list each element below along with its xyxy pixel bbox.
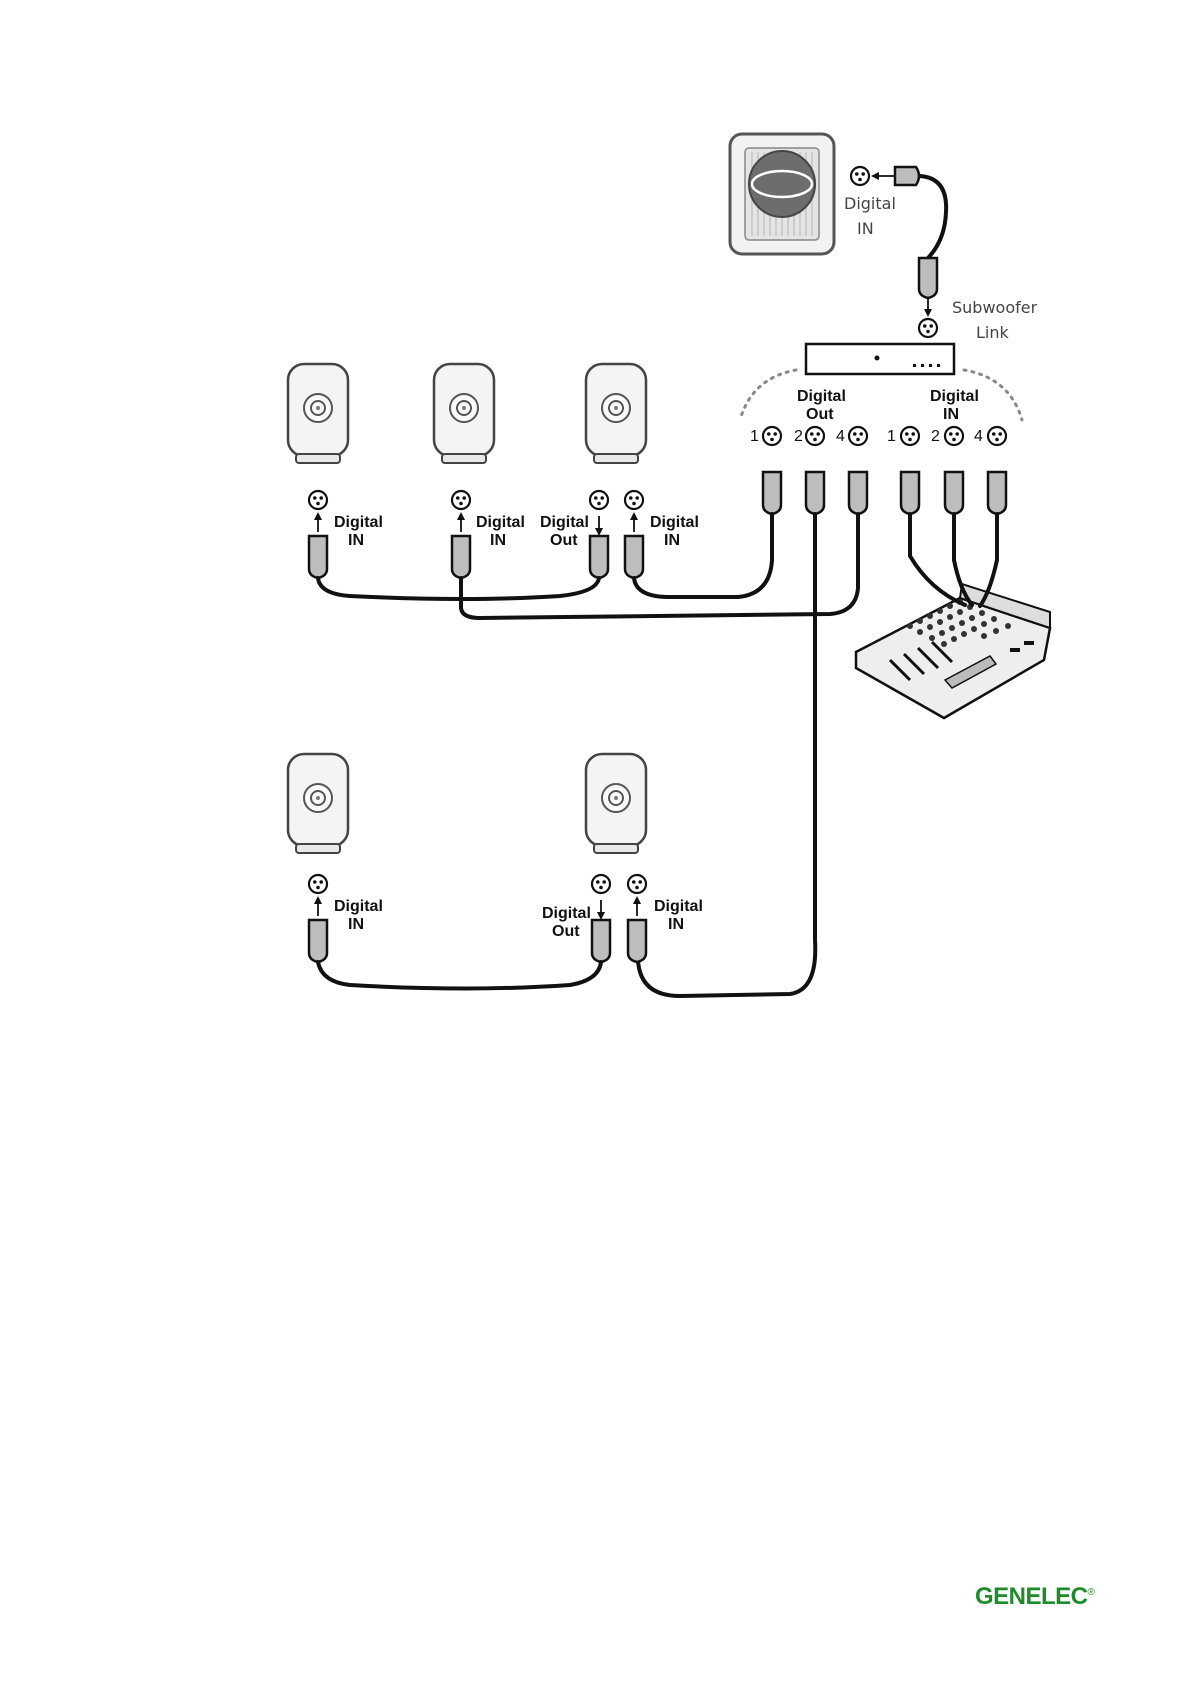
speaker-upper-3 — [586, 364, 646, 463]
cable-lower-1-to-lower-2-out — [318, 962, 601, 989]
subwoofer-link-connector — [919, 319, 937, 337]
speaker-upper-1 — [288, 364, 348, 463]
label-lower-2-in: IN — [668, 916, 684, 933]
interface-out-plug-4 — [849, 472, 867, 514]
label-lower-1-in: IN — [348, 916, 364, 933]
upper-3-in-plug — [625, 536, 643, 578]
subwoofer-digital-in-connector — [851, 167, 869, 185]
interface-in-connector-4 — [988, 427, 1006, 445]
label-subwoofer-in: IN — [857, 219, 874, 238]
upper-2-in-connector — [452, 491, 470, 509]
label-interface-out: Out — [806, 406, 834, 423]
label-subwoofer: Subwoofer — [952, 298, 1038, 317]
interface-in-connector-2 — [945, 427, 963, 445]
label-out-port-2: 2 — [794, 428, 803, 445]
interface-in-plug-4 — [988, 472, 1006, 514]
label-upper-3-in-digital: Digital — [650, 514, 699, 531]
lower-2-in-connector — [628, 875, 646, 893]
logo-text: GENELEC — [975, 1583, 1088, 1610]
genelec-logo: GENELEC® — [975, 1583, 1094, 1611]
subwoofer — [730, 134, 834, 254]
interface-in-connector-1 — [901, 427, 919, 445]
mixing-console — [856, 584, 1050, 718]
speaker-upper-2 — [434, 364, 494, 463]
lower-2-in-plug — [628, 920, 646, 962]
label-subwoofer-digital: Digital — [844, 194, 896, 213]
interface-in-plug-2 — [945, 472, 963, 514]
label-interface-in: IN — [943, 406, 959, 423]
upper-3-in-connector — [625, 491, 643, 509]
upper-3-out-connector — [590, 491, 608, 509]
cable-upper-1-to-upper-3-out — [318, 578, 599, 599]
label-upper-2-digital: Digital — [476, 514, 525, 531]
label-upper-3-out: Out — [550, 532, 578, 549]
interface-fan-left — [740, 370, 796, 420]
label-lower-2-in-digital: Digital — [654, 898, 703, 915]
lower-2-out-connector — [592, 875, 610, 893]
label-lower-2-out-digital: Digital — [542, 905, 591, 922]
interface-out-plug-2 — [806, 472, 824, 514]
label-interface-in-digital: Digital — [930, 388, 979, 405]
label-out-port-1: 1 — [750, 428, 759, 445]
speaker-lower-2 — [586, 754, 646, 853]
interface-out-connector-1 — [763, 427, 781, 445]
upper-3-out-plug — [590, 536, 608, 578]
subwoofer-link-cable — [920, 176, 946, 258]
upper-2-plug — [452, 536, 470, 578]
label-upper-3-in: IN — [664, 532, 680, 549]
lower-1-in-connector — [309, 875, 327, 893]
interface-out-connector-4 — [849, 427, 867, 445]
label-in-port-4: 4 — [974, 428, 983, 445]
label-in-port-1: 1 — [887, 428, 896, 445]
subwoofer-cable-plug-top — [895, 167, 919, 185]
label-upper-1-in: IN — [348, 532, 364, 549]
cable-lower-to-out-2 — [638, 514, 815, 996]
interface-out-plug-1 — [763, 472, 781, 514]
label-in-port-2: 2 — [931, 428, 940, 445]
logo-registered: ® — [1088, 1587, 1095, 1598]
subwoofer-input-arrow — [871, 172, 895, 180]
label-out-port-4: 4 — [836, 428, 845, 445]
label-upper-1-digital: Digital — [334, 514, 383, 531]
label-upper-2-in: IN — [490, 532, 506, 549]
lower-2-out-plug — [592, 920, 610, 962]
label-upper-3-out-digital: Digital — [540, 514, 589, 531]
subwoofer-link-arrow — [924, 298, 932, 317]
interface-out-connector-2 — [806, 427, 824, 445]
interface-in-plug-1 — [901, 472, 919, 514]
mixer-cable-1 — [910, 514, 965, 605]
label-interface-out-digital: Digital — [797, 388, 846, 405]
audio-interface — [806, 344, 954, 374]
upper-1-in-connector — [309, 491, 327, 509]
label-lower-1-digital: Digital — [334, 898, 383, 915]
subwoofer-cable-plug-bottom — [919, 258, 937, 298]
label-link: Link — [976, 323, 1010, 342]
lower-1-plug — [309, 920, 327, 962]
label-lower-2-out: Out — [552, 923, 580, 940]
speaker-lower-1 — [288, 754, 348, 853]
upper-1-plug — [309, 536, 327, 578]
